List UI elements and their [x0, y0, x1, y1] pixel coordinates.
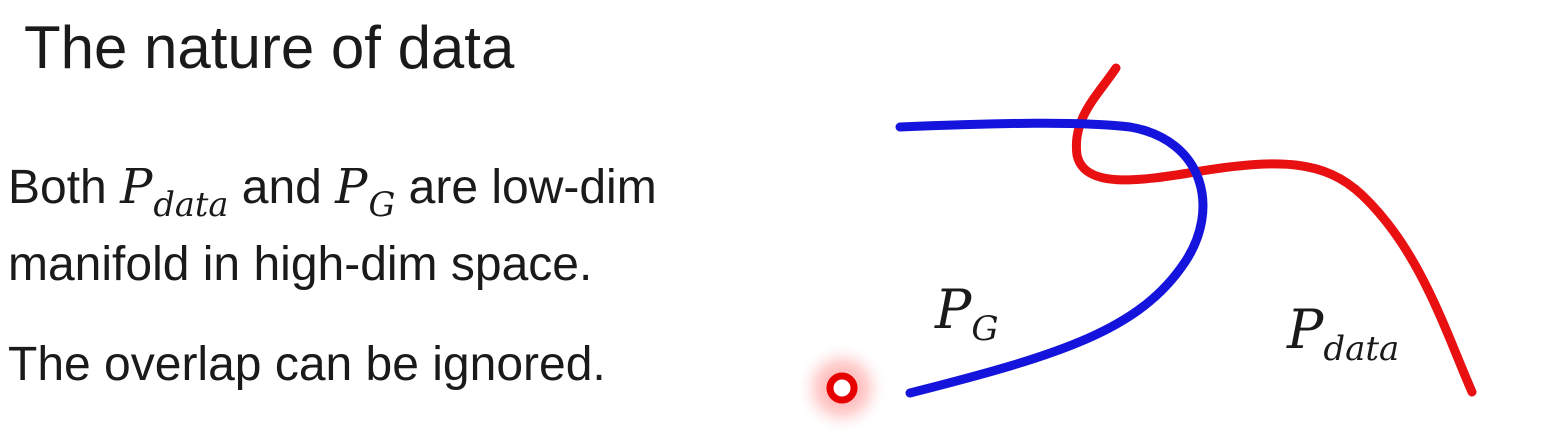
p-g-curve	[895, 118, 1208, 398]
statement-middle: and	[228, 161, 336, 214]
statement-prefix: Both	[8, 161, 121, 214]
slide-title: The nature of data	[24, 14, 515, 81]
p-data-symbol: P	[120, 159, 153, 215]
p-data-label: Pdata	[1286, 298, 1399, 369]
statement-suffix: are low-dim	[395, 161, 657, 214]
statement-line-1: Both Pdata and PG are low-dim	[8, 158, 657, 224]
p-data-curve	[1071, 63, 1477, 397]
p-g-subscript: G	[368, 184, 396, 224]
laser-pointer-icon	[796, 342, 888, 434]
p-data-subscript: data	[153, 184, 229, 224]
statement-line-2: manifold in high-dim space.	[8, 238, 593, 291]
overlap-note: The overlap can be ignored.	[8, 338, 606, 391]
p-g-symbol: P	[335, 159, 368, 215]
p-g-label: PG	[934, 278, 999, 349]
